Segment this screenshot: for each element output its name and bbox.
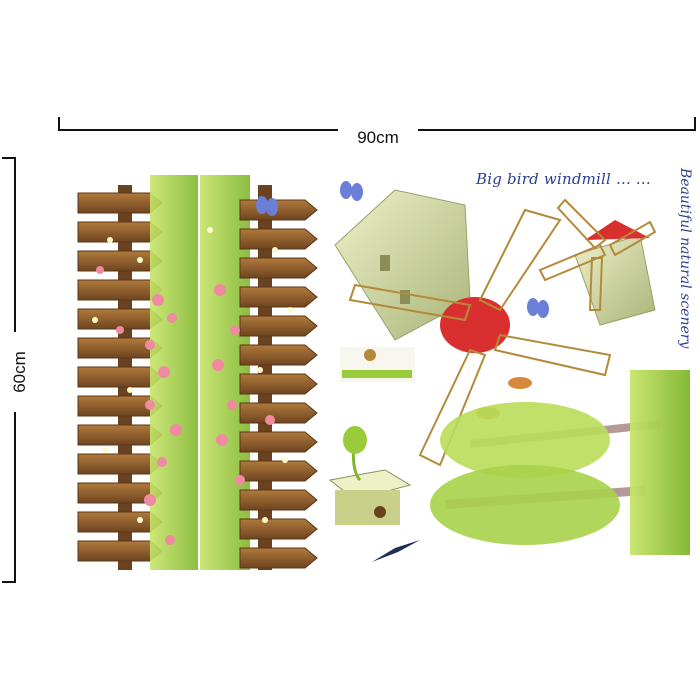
fence-icon [198, 172, 318, 572]
tree-icon [430, 370, 690, 555]
windmill-icon [334, 189, 612, 467]
butterfly-icon [340, 181, 363, 201]
title-caption: Big bird windmill ... ... [476, 170, 651, 188]
width-label: 90cm [338, 128, 418, 148]
height-ruler-tick-bottom [2, 581, 16, 583]
width-ruler-tick-right [694, 117, 696, 131]
butterfly-icon [527, 298, 549, 318]
height-ruler-tick-top [2, 157, 16, 159]
subtitle-caption-wrapper: Beautiful natural scenery [670, 168, 693, 400]
bird-icon [372, 540, 420, 562]
flower-icon [92, 227, 293, 523]
preview-thumbnail [340, 347, 415, 382]
fence-icon [77, 175, 200, 570]
width-ruler-tick-left [58, 117, 60, 131]
flower-icon [96, 266, 275, 545]
birdhouse-icon [328, 426, 412, 525]
butterfly-icon [256, 196, 278, 216]
windmill-icon [538, 198, 657, 326]
subtitle-caption: Beautiful natural scenery [677, 168, 693, 349]
